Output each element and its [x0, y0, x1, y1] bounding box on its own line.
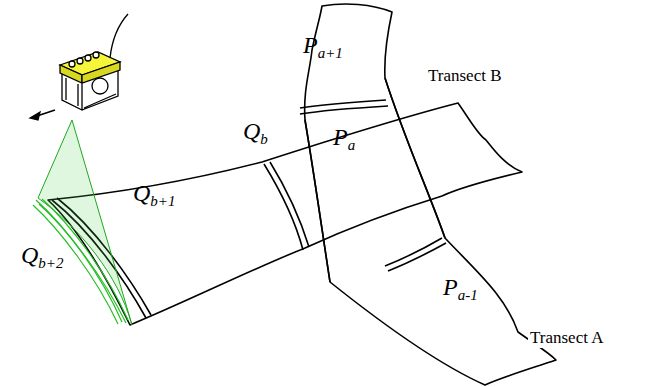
patch-region: Qb+1 — [130, 178, 178, 212]
patch-region: Pa-1 — [440, 272, 481, 306]
patch-label: Pa+1 — [303, 32, 343, 58]
transect-label: Transect A — [528, 328, 606, 348]
patch-label: Pa — [333, 124, 355, 150]
patch-region: Pa — [330, 122, 358, 156]
transect-label: Transect B — [426, 66, 504, 86]
patch-label: Qb — [243, 118, 268, 144]
patch-region: Qb+2 — [18, 240, 66, 274]
patch-label: Qb+1 — [133, 180, 175, 206]
patch-label: Pa-1 — [443, 274, 478, 300]
patch-region: Qb — [240, 116, 271, 150]
patch-label: Qb+2 — [21, 242, 63, 268]
patch-region: Pa+1 — [300, 30, 346, 64]
